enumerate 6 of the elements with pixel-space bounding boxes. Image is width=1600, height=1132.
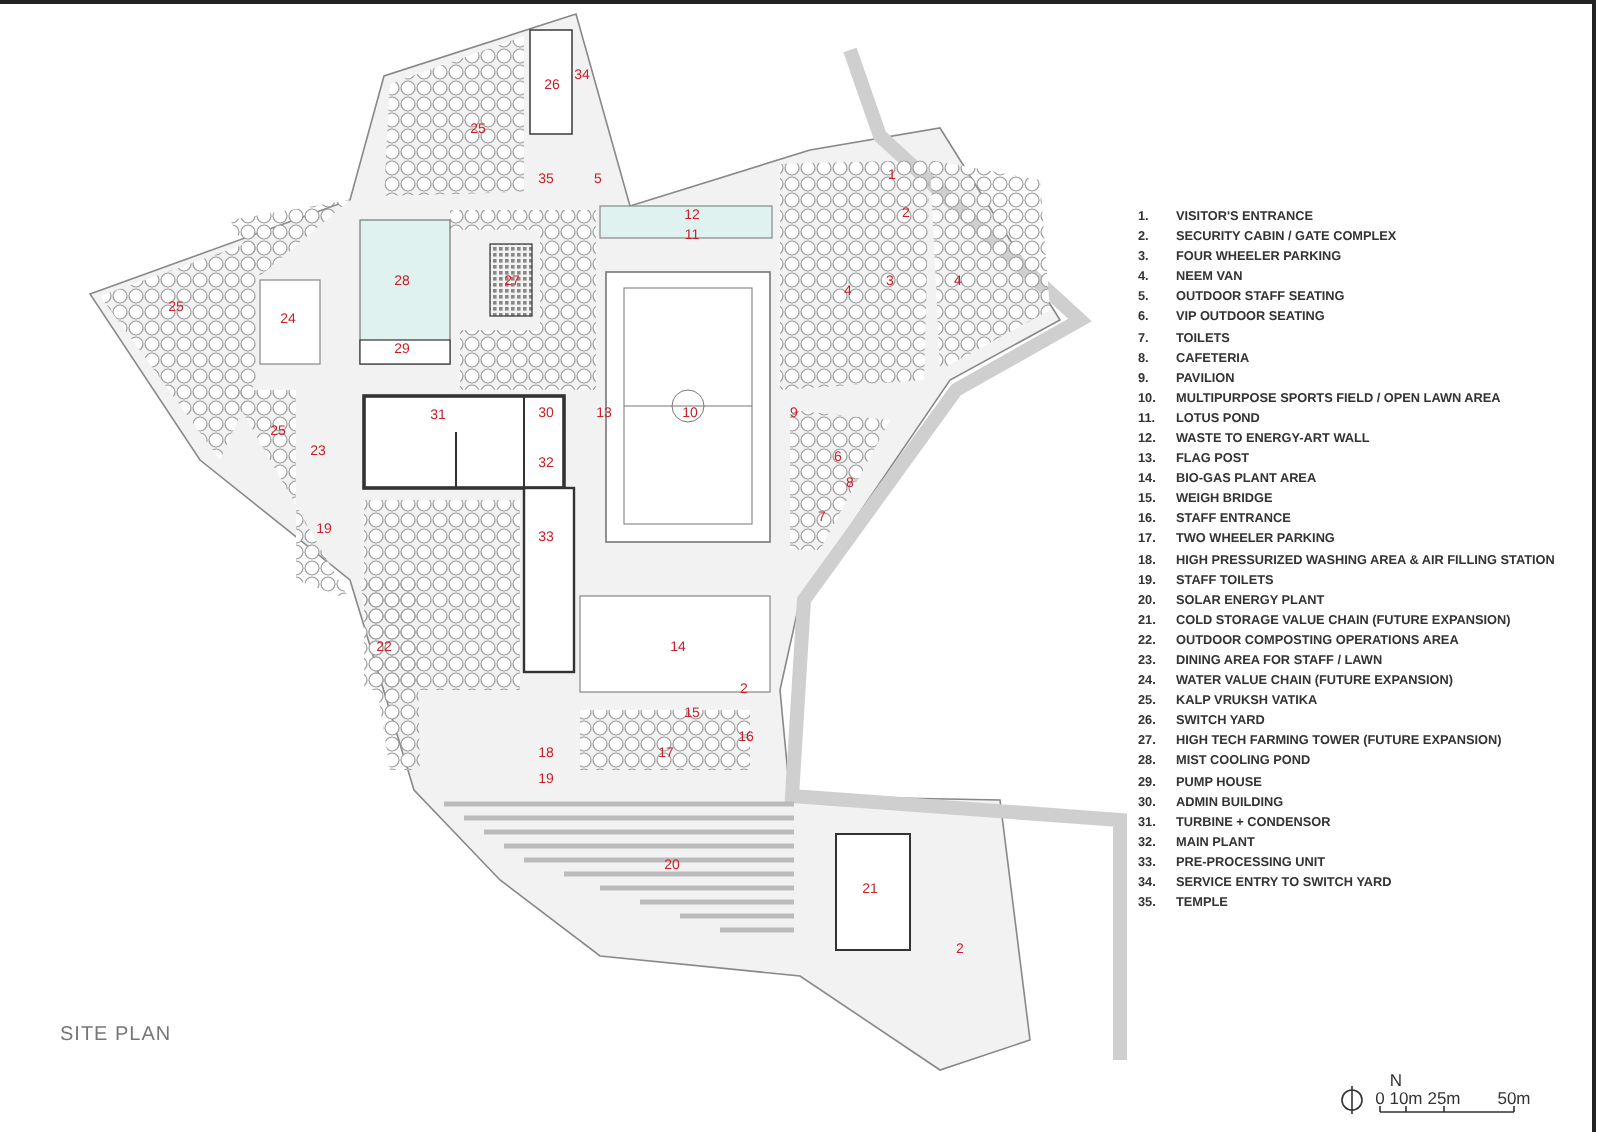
scale-label: 50m [1497,1089,1531,1107]
drawing-title: SITE PLAN [60,1024,172,1046]
scale-label: 25m [1427,1089,1461,1107]
scale-label: 0 [1375,1089,1385,1107]
north-label: N [1389,1071,1403,1089]
scale-label: 10m [1389,1089,1423,1107]
